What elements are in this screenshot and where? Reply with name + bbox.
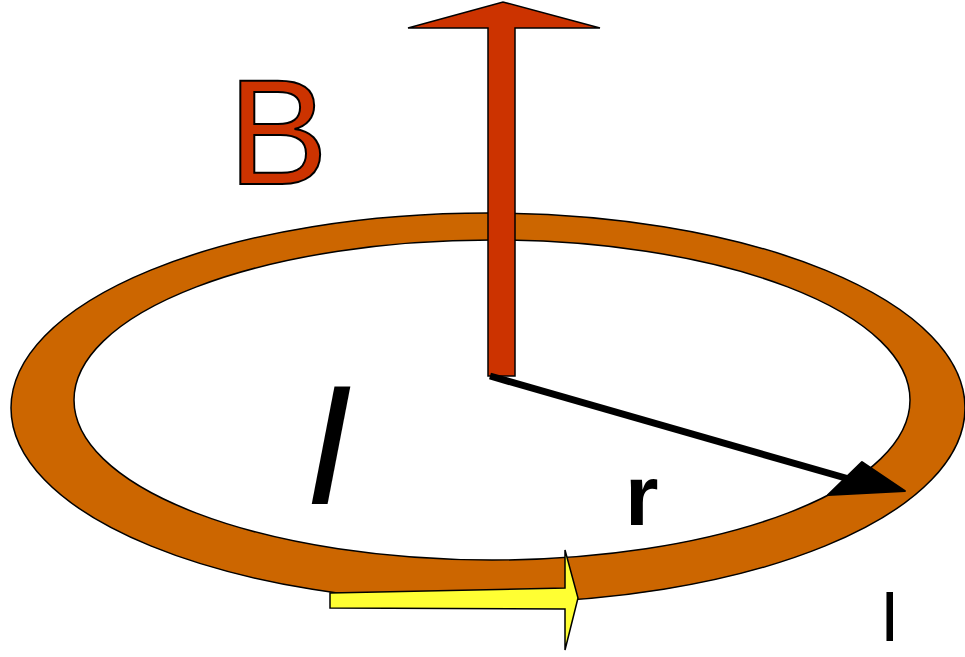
- field-arrow: [408, 2, 600, 376]
- radius-arrow-shaft: [490, 376, 870, 485]
- radius-symbol: r: [625, 452, 658, 538]
- current-symbol: I: [305, 360, 352, 530]
- radius-arrowhead: [828, 462, 905, 495]
- current-symbol: I: [880, 582, 899, 652]
- current-arrow: [330, 550, 578, 650]
- field-symbol: B: [228, 57, 328, 207]
